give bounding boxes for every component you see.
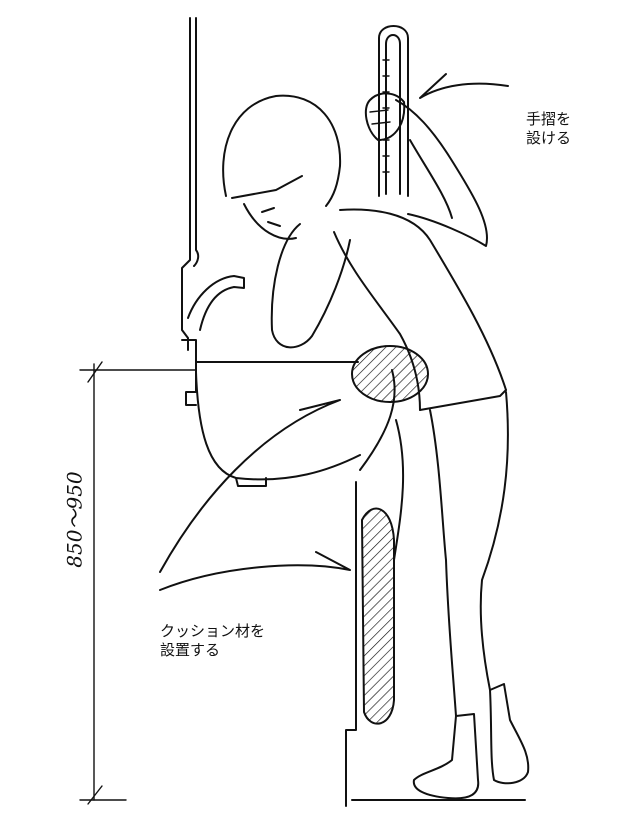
handrail-leader-arrow — [419, 73, 509, 99]
left-wall — [181, 17, 200, 351]
cushion-leader-arrow-upper — [159, 399, 341, 573]
vertical-handrail — [378, 25, 409, 197]
handrail-label: 手摺を 設ける — [526, 110, 571, 148]
person-figure — [222, 92, 530, 800]
height-dimension — [79, 361, 197, 805]
tank-lever — [187, 275, 245, 331]
cushion-pad-lower — [360, 507, 395, 725]
toilet-bowl — [181, 339, 361, 487]
handrail-label-line-2: 設ける — [526, 129, 572, 147]
height-dimension-text: 850～950 — [62, 471, 87, 568]
cushion-label-line-1: クッション材を — [160, 622, 266, 640]
cushion-pad-upper — [351, 345, 429, 403]
handrail-label-line-1: 手摺を — [526, 110, 572, 128]
cushion-leader-arrow-lower — [159, 551, 351, 591]
cushion-label: クッション材を 設置する — [160, 622, 265, 660]
cushion-label-line-2: 設置する — [160, 641, 221, 659]
